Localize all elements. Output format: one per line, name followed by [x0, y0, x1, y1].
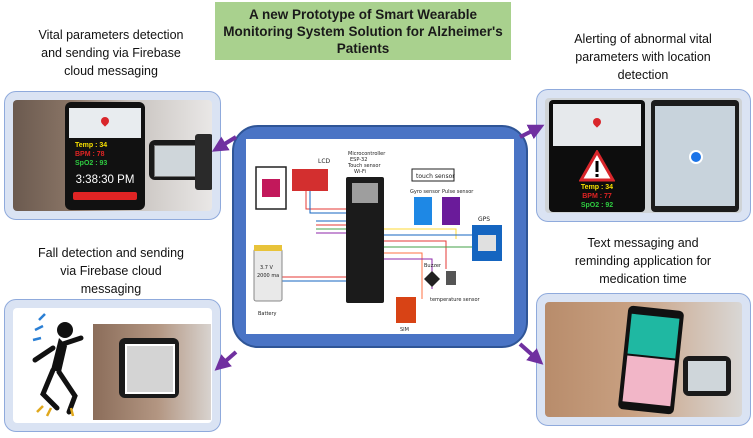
- label-gyro: Gyro sensor: [410, 189, 441, 195]
- label-mcu: Microcontroller ESP-32 Touch sensor Wi-F…: [347, 151, 387, 175]
- pulse-sensor: [442, 197, 460, 225]
- reading-temp: Temp : 34: [75, 142, 108, 149]
- watch-screen-messaging: [688, 361, 726, 391]
- map-thumbnail: [69, 108, 141, 138]
- battery-voltage: 3.7 V: [260, 265, 274, 271]
- gyro-sensor: [414, 197, 432, 225]
- alert-photo: Temp : 34 BPM : 77 SpO2 : 92: [545, 98, 742, 213]
- stop-button: [73, 192, 137, 200]
- label-temp-sensor: temperature sensor: [430, 297, 481, 303]
- caption-top-right: Alerting of abnormal vital parameters wi…: [574, 32, 712, 82]
- label-gps: GPS: [478, 216, 490, 223]
- schematic-drawing: LCD Microcontroller ESP-32 Touch sensor …: [253, 151, 502, 333]
- vitals-photo-panel: Temp : 34 BPM : 78 SpO2 : 93 3:38:30 PM: [4, 91, 221, 220]
- reading-spo2: SpO2 : 93: [75, 160, 108, 167]
- fall-photo: [13, 308, 212, 423]
- watch: [149, 140, 203, 180]
- title-box: A new Prototype of Smart Wearable Monito…: [215, 2, 511, 60]
- esp32-shield: [352, 183, 378, 203]
- touch-sensor-box: [411, 168, 455, 182]
- alert-reading-temp: Temp : 34: [580, 184, 614, 191]
- temp-sensor-probe: [446, 271, 456, 285]
- center-panel: LCD Microcontroller ESP-32 Touch sensor …: [232, 125, 528, 348]
- caption-bottom-right: Text messaging and reminding application…: [574, 236, 712, 286]
- watch-on-wrist: [119, 338, 179, 398]
- clock-time: 3:38:30 PM: [75, 174, 135, 186]
- wrist-photo: [93, 324, 211, 420]
- watch-screen-fall: [125, 344, 175, 394]
- lcd-module: [292, 169, 328, 191]
- gps-antenna: [478, 235, 496, 251]
- lcd-screen: [262, 179, 280, 197]
- alert-map: [553, 104, 641, 146]
- alert-phone: Temp : 34 BPM : 77 SpO2 : 92: [549, 100, 645, 212]
- battery-cap: [254, 245, 282, 251]
- buzzer-component: [424, 271, 440, 287]
- phone: Temp : 34 BPM : 78 SpO2 : 93 3:38:30 PM: [65, 102, 145, 210]
- label-battery: Battery: [258, 311, 277, 317]
- falling-person-icon: [32, 313, 84, 417]
- messaging-photo: [545, 302, 742, 417]
- navigation-map: [655, 106, 735, 206]
- alert-reading-bpm: BPM : 77: [582, 193, 612, 200]
- label-lcd: LCD: [318, 158, 331, 165]
- current-location-icon: [689, 150, 703, 164]
- vitals-photo: Temp : 34 BPM : 78 SpO2 : 93 3:38:30 PM: [13, 100, 212, 211]
- label-touch: touch sensor: [416, 173, 455, 180]
- label-pulse: Pulse sensor: [442, 189, 474, 195]
- label-buzzer: Buzzer: [424, 263, 442, 269]
- map-phone: [651, 100, 739, 212]
- caption-bottom-left: Fall detection and sending via Firebase …: [38, 246, 184, 296]
- page-title: A new Prototype of Smart Wearable Monito…: [223, 6, 503, 56]
- circuit-schematic: LCD Microcontroller ESP-32 Touch sensor …: [246, 139, 514, 334]
- battery-capacity: 2000 ma: [257, 273, 279, 279]
- esp32-board: [346, 177, 384, 303]
- watch-strap: [195, 134, 212, 190]
- reading-bpm: BPM : 78: [75, 151, 105, 158]
- arrow-top-left: [211, 135, 238, 152]
- alert-photo-panel: Temp : 34 BPM : 77 SpO2 : 92: [536, 89, 751, 222]
- arrow-bottom-right: [518, 342, 544, 365]
- warning-icon: [579, 150, 615, 182]
- fall-photo-panel: [4, 299, 221, 432]
- arrow-bottom-left: [214, 350, 238, 371]
- arrow-top-right: [519, 124, 545, 140]
- alert-reading-spo2: SpO2 : 92: [580, 202, 614, 209]
- sim-module: [396, 297, 416, 323]
- messaging-photo-panel: [536, 293, 751, 426]
- watch-messaging: [683, 356, 731, 396]
- caption-top-left: Vital parameters detection and sending v…: [38, 28, 184, 78]
- label-sim: SIM: [400, 327, 409, 333]
